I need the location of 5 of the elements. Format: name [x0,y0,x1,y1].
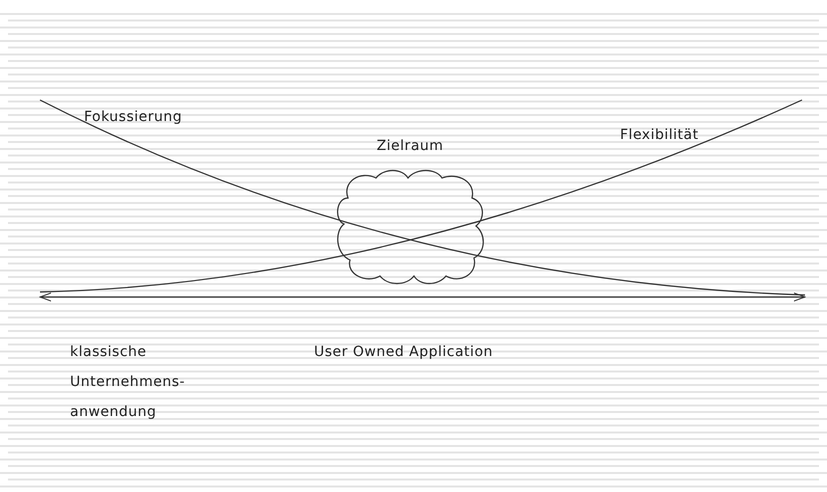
axis-label: klassische Unternehmens- anwendung [70,343,186,422]
axis-label: User Owned Application [314,343,493,362]
axis-label: Flexibilität [620,126,699,145]
cloud-label: Zielraum [376,138,444,154]
axis-label: Fokussierung [84,108,182,127]
